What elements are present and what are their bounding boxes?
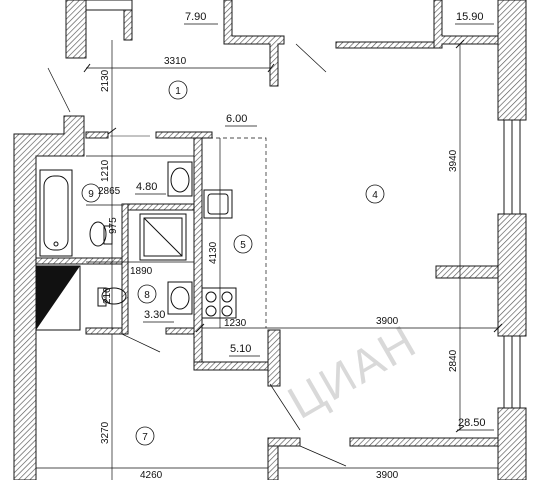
dimension-label: 210: [102, 287, 113, 304]
dimension-label: 975: [108, 217, 119, 234]
dimension-label: 3900: [376, 316, 399, 327]
dimension-label: 3270: [100, 421, 111, 444]
bathtub-icon: [39, 169, 73, 257]
dimension-label: 3900: [376, 470, 399, 480]
area-label: 7.90: [185, 11, 206, 23]
area-label: 5.10: [230, 343, 251, 355]
dimension-label: 2865: [98, 186, 121, 197]
watermark: ЦИАН: [279, 314, 425, 429]
toilet-icon: [89, 221, 113, 247]
dimension-label: 2130: [100, 69, 111, 92]
dimension-label: 4130: [208, 241, 219, 264]
shaft-outline: [35, 265, 81, 331]
dimension-label: 1230: [224, 318, 247, 329]
toilet-icon-2: [97, 287, 127, 307]
room-number-8: 8: [144, 290, 150, 301]
walls: [13, 0, 527, 480]
dimension-label: 3940: [448, 149, 459, 172]
dimension-ticks: [83, 39, 503, 433]
dimension-label: 1890: [130, 266, 153, 277]
room-number-5: 5: [240, 240, 246, 251]
area-label: 15.90: [456, 11, 484, 23]
stove-icon: [201, 287, 237, 319]
kitchen-sink-icon: [203, 189, 233, 219]
sink-icon: [167, 161, 193, 197]
shaft-block: [36, 266, 80, 330]
area-label: 28.50: [458, 417, 486, 429]
room-number-1: 1: [175, 86, 181, 97]
sink-icon-2: [167, 281, 193, 315]
area-label: 6.00: [226, 113, 247, 125]
dimension-labels: 3310 2130 1210 2865 975 1890 4130 1230 3…: [98, 56, 459, 480]
room-number-7: 7: [142, 432, 148, 443]
room-number-4: 4: [372, 190, 378, 201]
area-label: 3.30: [144, 309, 165, 321]
shower-icon: [139, 213, 187, 261]
dimension-label: 4260: [140, 470, 163, 480]
room-markers: 1 4 5 7 8 9: [81, 80, 385, 446]
area-label: 4.80: [136, 181, 157, 193]
dimension-lines: [36, 40, 498, 480]
dimension-label: 1210: [100, 159, 111, 182]
dimension-label: 2840: [448, 349, 459, 372]
room-number-9: 9: [88, 189, 94, 200]
dimension-label: 3310: [164, 56, 187, 67]
room-areas: 7.90 15.90 6.00 4.80 3.30 5.10 28.50: [135, 11, 494, 431]
